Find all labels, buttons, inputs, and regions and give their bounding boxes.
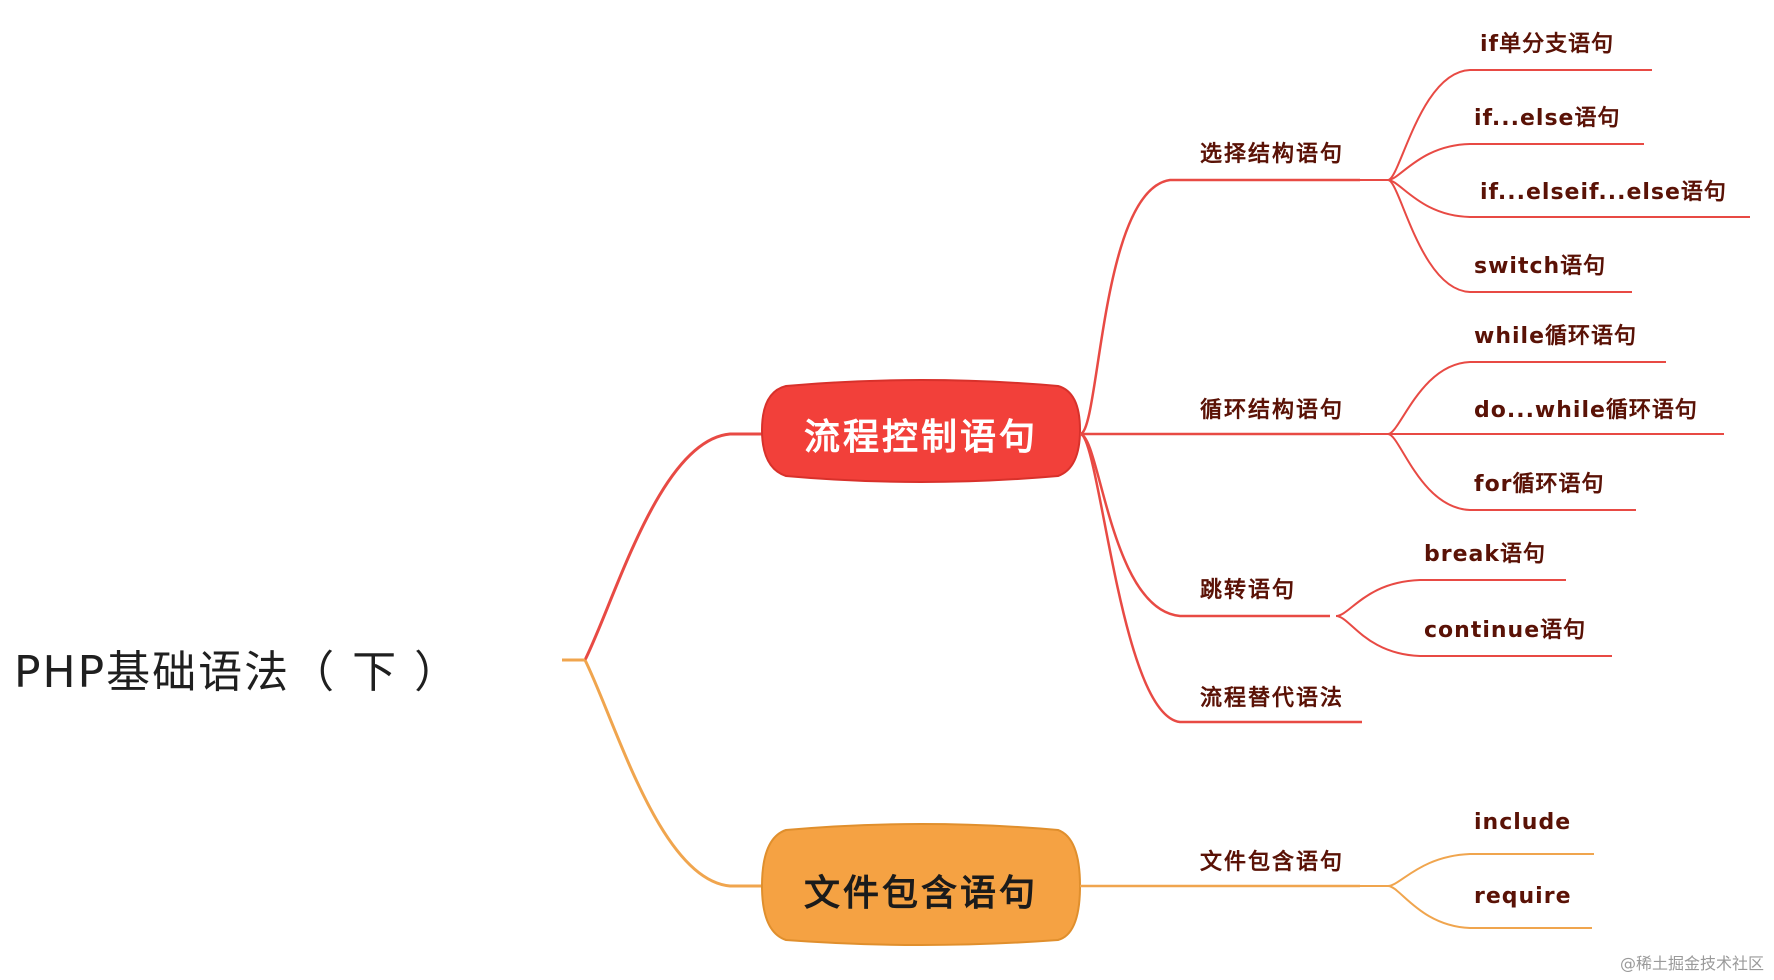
alt-syntax-label[interactable]: 流程替代语法 — [1200, 686, 1345, 711]
leaf-if-single[interactable]: if单分支语句 — [1480, 32, 1615, 57]
select-structure-label[interactable]: 选择结构语句 — [1200, 142, 1345, 167]
connector-inc-leaf-2 — [1387, 885, 1592, 929]
loop-structure-label[interactable]: 循环结构语句 — [1200, 398, 1345, 423]
watermark: @稀土掘金技术社区 — [1619, 954, 1764, 973]
connector-flow-jump — [1079, 432, 1330, 618]
leaf-if-else[interactable]: if...else语句 — [1474, 106, 1621, 131]
jump-statement-label[interactable]: 跳转语句 — [1200, 578, 1297, 603]
connector-jump-leaf-2 — [1335, 615, 1612, 657]
connector-inc-leaf-1 — [1387, 853, 1594, 887]
leaf-require[interactable]: require — [1474, 884, 1572, 909]
file-include-sub-label[interactable]: 文件包含语句 — [1200, 850, 1345, 875]
flow-node-shape — [760, 379, 1082, 483]
connector-select-leaf-1 — [1387, 69, 1652, 181]
leaf-for[interactable]: for循环语句 — [1474, 472, 1605, 497]
connector-select-leaf-2 — [1387, 143, 1644, 181]
include-node-label[interactable]: 文件包含语句 — [803, 873, 1038, 914]
connector-loop-leaf-3 — [1387, 433, 1636, 511]
connector-loop-leaf-1 — [1387, 361, 1666, 435]
root-node-label: PHP基础语法（ 下 ） — [14, 647, 461, 698]
leaf-continue[interactable]: continue语句 — [1424, 618, 1587, 643]
connector-select-leaf-3 — [1387, 179, 1750, 218]
leaf-break[interactable]: break语句 — [1424, 542, 1546, 567]
leaf-while[interactable]: while循环语句 — [1474, 324, 1637, 349]
connector-root-include — [583, 659, 762, 888]
leaf-do-while[interactable]: do...while循环语句 — [1474, 398, 1698, 423]
leaf-switch[interactable]: switch语句 — [1474, 254, 1607, 279]
flow-node-label[interactable]: 流程控制语句 — [803, 417, 1038, 458]
connector-flow-alt — [1079, 432, 1362, 724]
leaf-if-elseif-else[interactable]: if...elseif...else语句 — [1480, 180, 1727, 205]
leaf-include[interactable]: include — [1474, 810, 1572, 835]
connector-select-leaf-4 — [1387, 179, 1632, 293]
connector-root-flow — [583, 432, 762, 661]
include-node-shape — [760, 823, 1082, 946]
connector-jump-leaf-1 — [1335, 579, 1566, 617]
connector-flow-select — [1079, 178, 1360, 436]
